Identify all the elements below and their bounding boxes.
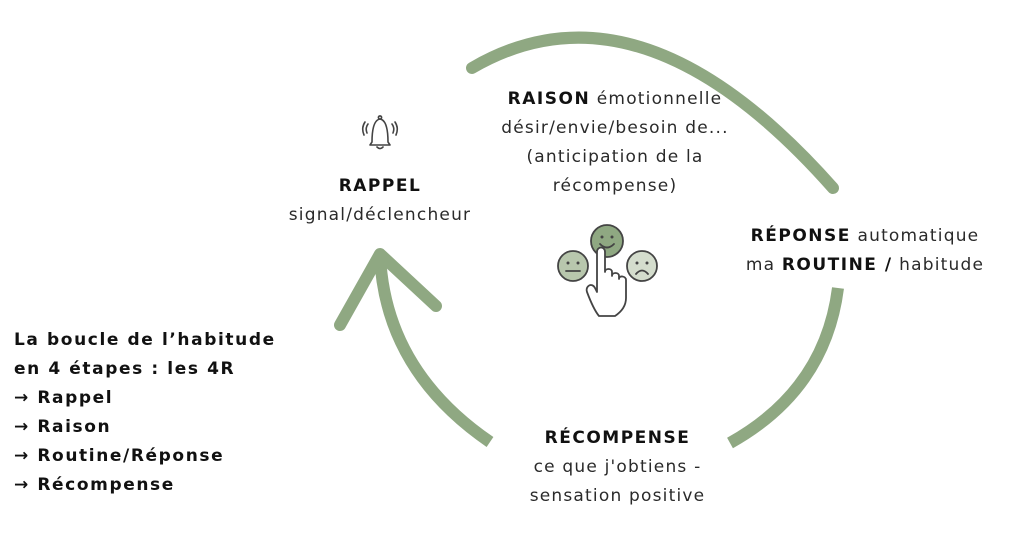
hand-choosing-smiley-icon [557, 224, 658, 317]
step-reponse-line2-rest: habitude [892, 255, 985, 275]
step-raison-line3: (anticipation de la [526, 147, 704, 167]
step-reponse-line2-bold: ROUTINE / [781, 255, 893, 275]
loop-arc-top [466, 31, 839, 194]
pointing-hand-icon [585, 246, 627, 317]
step-reponse-title-rest: automatique [850, 226, 980, 246]
step-rappel-title: RAPPEL [338, 176, 422, 196]
step-recompense-line3: sensation positive [529, 486, 706, 506]
step-rappel: RAPPEL signal/déclencheur [255, 172, 505, 230]
legend-item: → Récompense [14, 475, 175, 495]
legend-title-line2: en 4 étapes : les 4R [14, 359, 236, 379]
loop-arc-right [727, 287, 844, 449]
sad-face-icon [626, 250, 658, 282]
step-raison-title-rest: émotionnelle [590, 89, 723, 109]
step-raison: RAISON émotionnelle désir/envie/besoin d… [470, 85, 760, 201]
step-rappel-subtitle: signal/déclencheur [288, 205, 472, 225]
step-raison-line2: désir/envie/besoin de... [501, 118, 729, 138]
step-reponse-title: RÉPONSE [750, 226, 851, 246]
legend-title-line1: La boucle de l’habitude [14, 330, 276, 350]
neutral-face-icon [557, 250, 589, 282]
step-reponse-line2-pre: ma [745, 255, 782, 275]
step-recompense: RÉCOMPENSE ce que j'obtiens - sensation … [495, 424, 740, 511]
legend-item: → Raison [14, 417, 112, 437]
step-reponse: RÉPONSE automatique ma ROUTINE / habitud… [710, 222, 1020, 280]
legend: La boucle de l’habitude en 4 étapes : le… [14, 326, 276, 500]
step-recompense-line2: ce que j'obtiens - [533, 457, 702, 477]
legend-item: → Rappel [14, 388, 114, 408]
step-raison-line4: récompense) [552, 176, 678, 196]
step-recompense-title: RÉCOMPENSE [544, 428, 691, 448]
bell-ringing-icon [361, 115, 399, 150]
loop-arc-left [374, 254, 494, 447]
happy-face-icon [590, 224, 624, 258]
legend-item: → Routine/Réponse [14, 446, 225, 466]
arrow-head [334, 248, 442, 331]
step-raison-title: RAISON [507, 89, 591, 109]
